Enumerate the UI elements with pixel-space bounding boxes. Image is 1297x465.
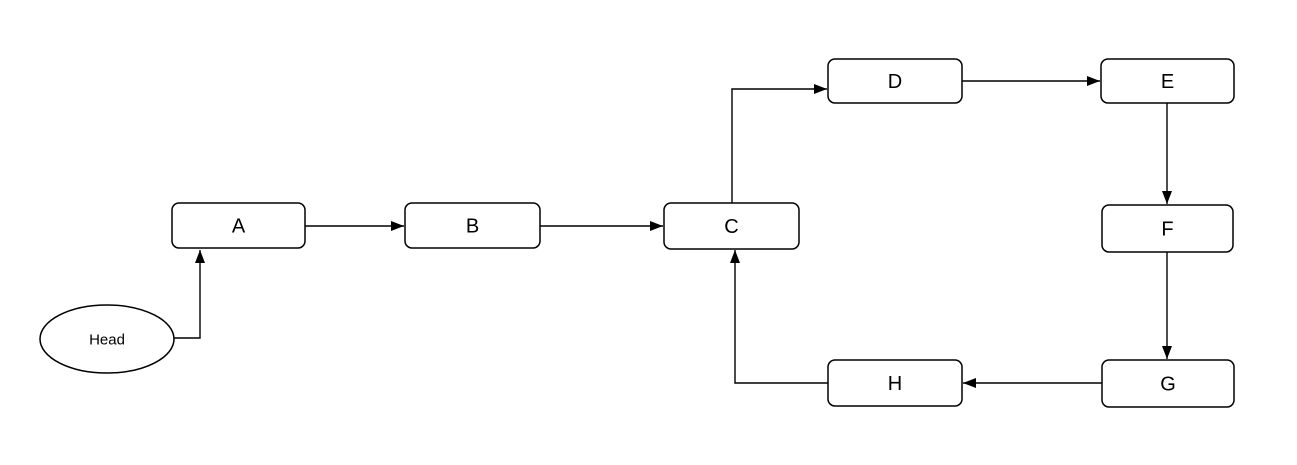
node-G: G (1101, 359, 1235, 408)
node-H: H (827, 359, 963, 407)
node-H-label: H (888, 373, 902, 395)
node-G-rect-shape (1101, 359, 1235, 408)
node-head-label: Head (89, 332, 125, 349)
node-D-rect-shape (827, 58, 963, 104)
node-B-label: B (466, 216, 479, 238)
node-A-rect-shape (171, 202, 306, 249)
node-B: B (404, 202, 541, 249)
node-F-rect-shape (1101, 204, 1234, 253)
node-F: F (1101, 204, 1234, 253)
node-head-ellipse-shape (39, 304, 175, 374)
node-A: A (171, 202, 306, 249)
node-G-label: G (1160, 374, 1176, 396)
edge-C-to-D (731, 84, 827, 203)
node-F-label: F (1161, 219, 1173, 241)
node-B-rect-shape (404, 202, 541, 249)
edge-H-to-C (730, 250, 828, 384)
node-A-label: A (232, 216, 246, 238)
node-C-rect-shape (663, 202, 800, 250)
edges-layer (174, 76, 1172, 388)
nodes-layer: Head A B C D E F G H (39, 58, 1235, 408)
node-H-rect-shape (827, 359, 963, 407)
node-D: D (827, 58, 963, 104)
edge-head-to-A (174, 250, 205, 339)
node-C-label: C (724, 216, 738, 238)
node-E: E (1100, 58, 1235, 104)
node-D-label: D (888, 71, 902, 93)
node-head: Head (39, 304, 175, 374)
node-C: C (663, 202, 800, 250)
node-E-label: E (1161, 71, 1174, 93)
node-E-rect-shape (1100, 58, 1235, 104)
